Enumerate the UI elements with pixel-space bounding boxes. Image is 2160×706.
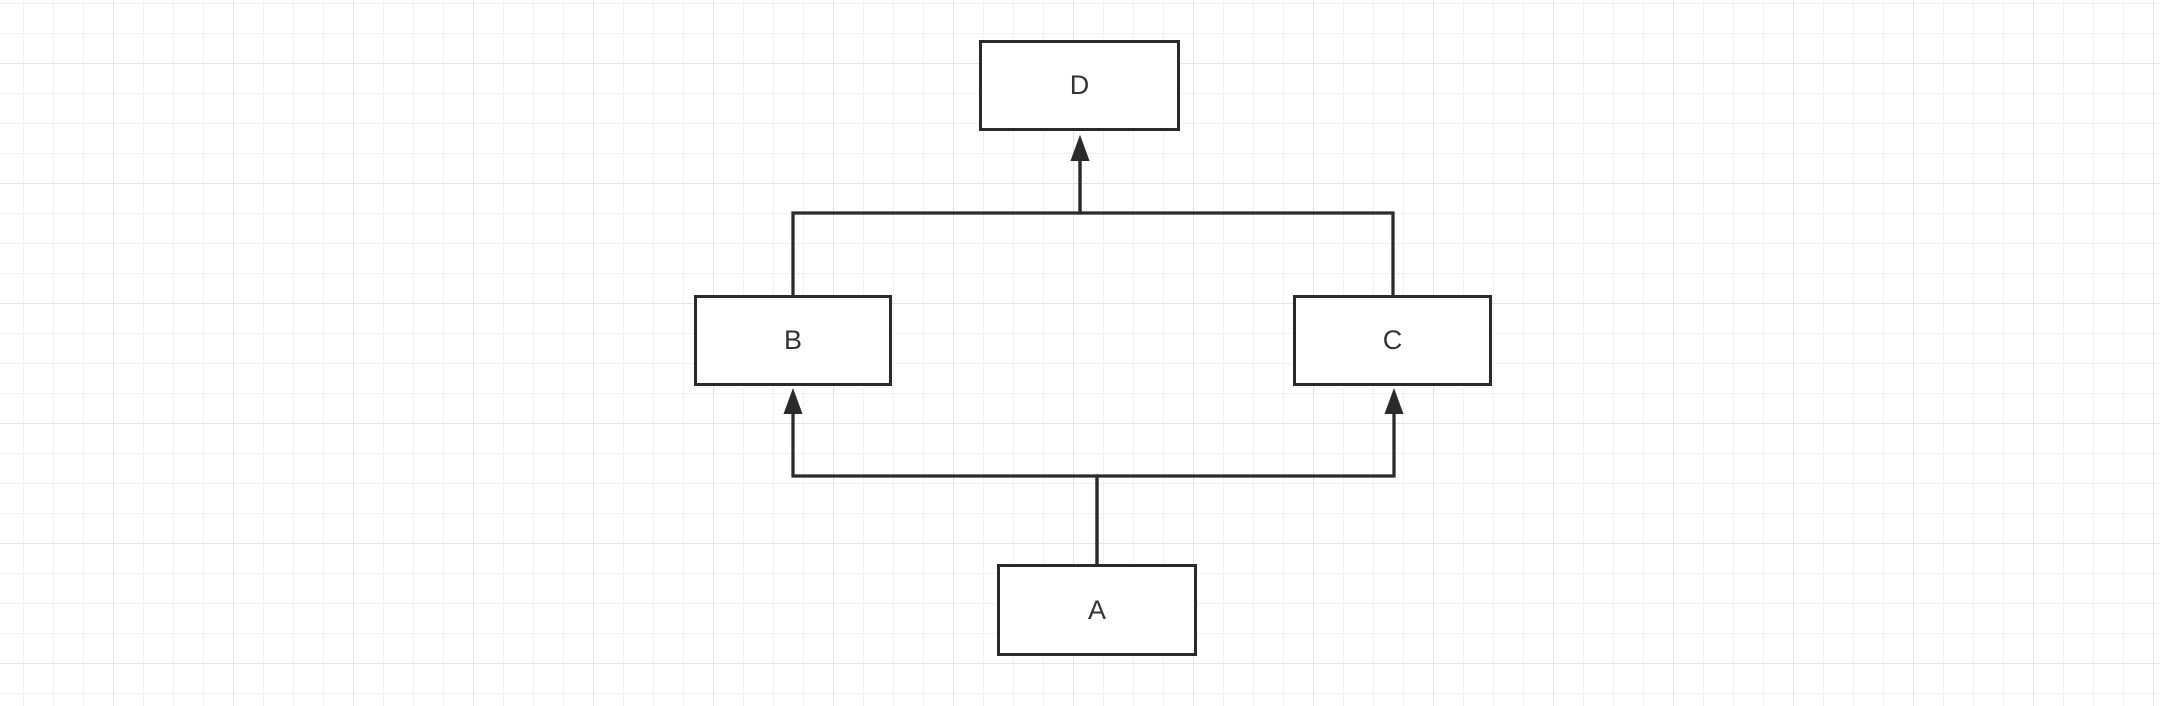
node-b[interactable]: B: [694, 295, 892, 386]
edge-A-B[interactable]: [791, 408, 1099, 564]
edge-B-D[interactable]: [791, 155, 1082, 295]
node-label: C: [1382, 325, 1403, 356]
arrowhead-A-C: [1384, 388, 1404, 414]
node-label: D: [1069, 70, 1090, 101]
node-label: B: [783, 325, 802, 356]
node-c[interactable]: C: [1293, 295, 1492, 386]
node-label: A: [1087, 594, 1106, 625]
edge-A-C[interactable]: [1095, 408, 1396, 564]
edge-C-D[interactable]: [1078, 155, 1395, 295]
node-a[interactable]: A: [997, 564, 1197, 656]
arrowhead-A-B: [783, 388, 803, 414]
node-d[interactable]: D: [979, 40, 1180, 131]
arrowhead-C-D: [1070, 135, 1090, 161]
